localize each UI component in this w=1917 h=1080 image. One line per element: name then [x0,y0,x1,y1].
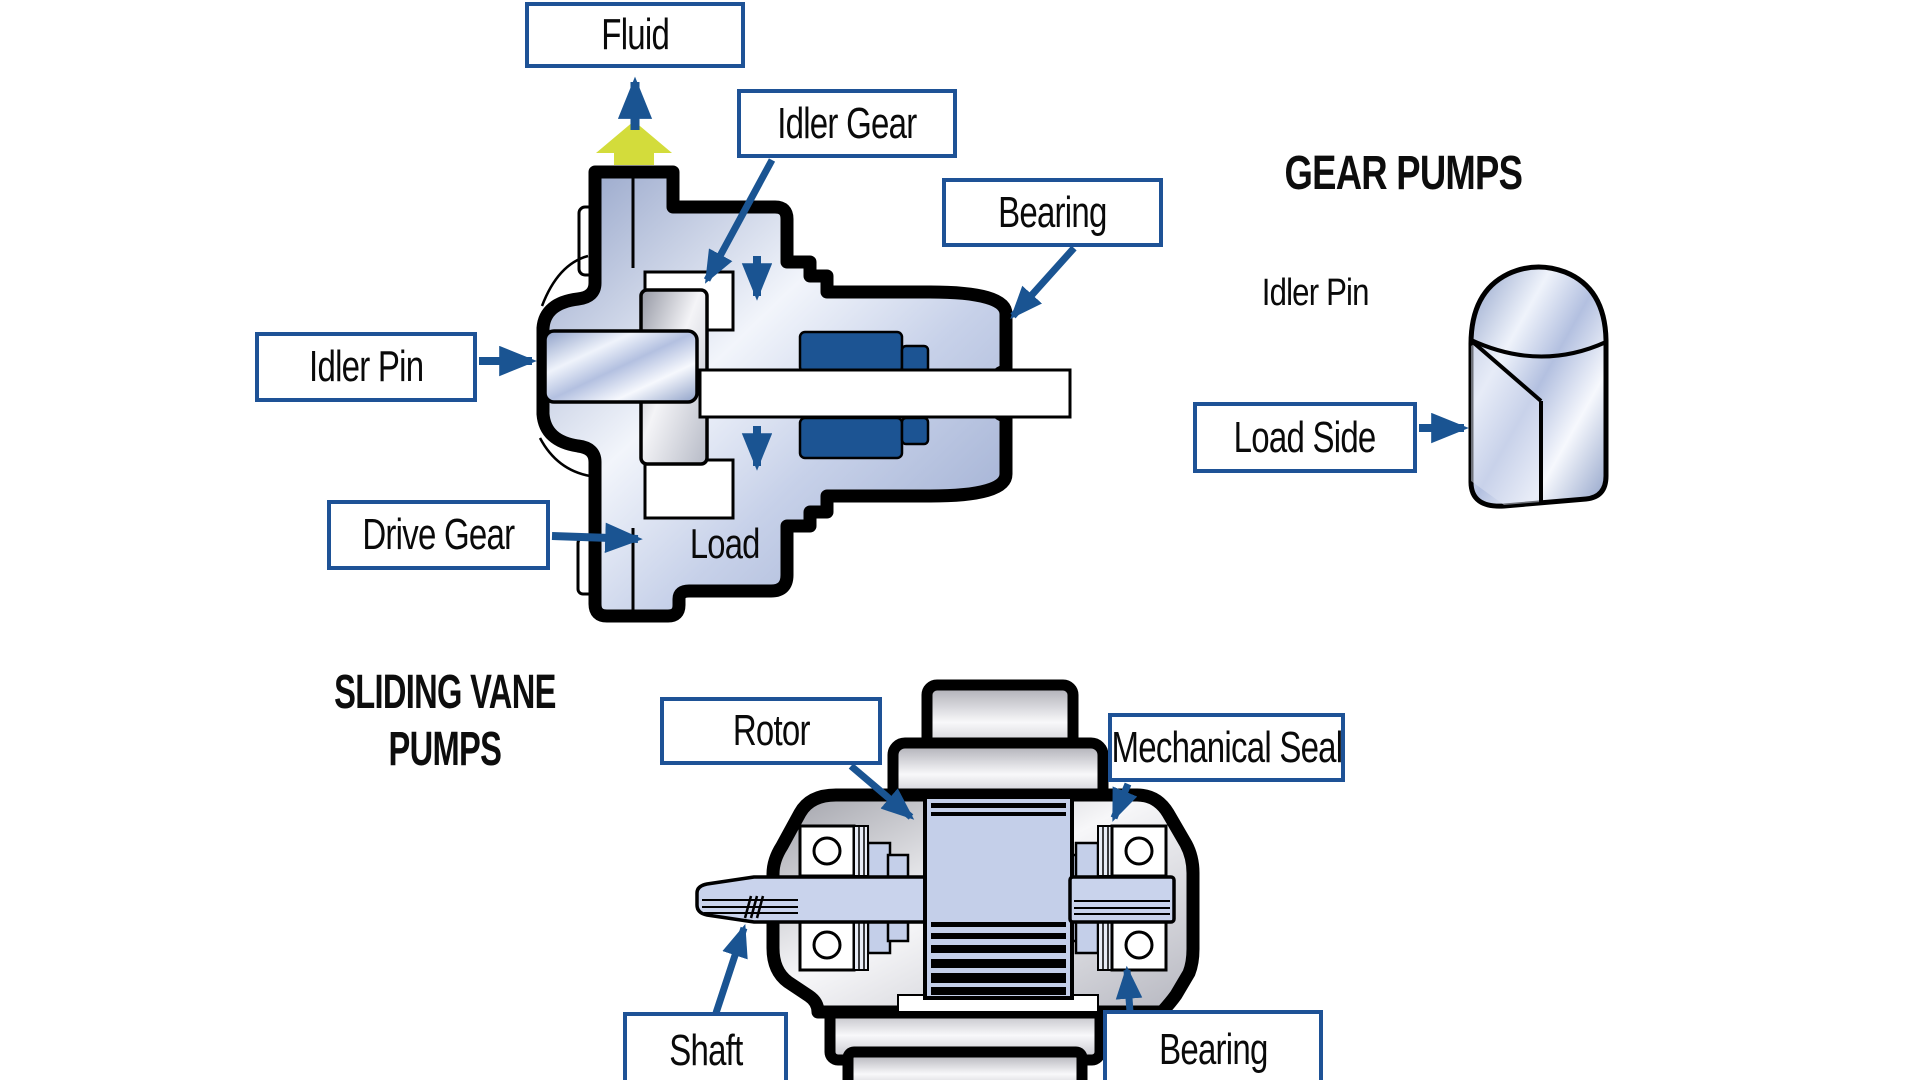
fillet-line-bottom [538,437,591,478]
pedestal-foot [842,1046,1088,1080]
idler-pin-3d-detail [1468,264,1609,509]
bearing-label-gear-text: Bearing [998,187,1107,237]
fluid-outlet-yellow-arrow-icon [596,121,672,165]
mechanical-seal-shape [1097,825,1113,877]
idler-gear-label-text: Idler Gear [777,98,917,148]
shaft-stub [1068,875,1176,924]
drive-shaft-band [698,368,1072,419]
sliding-vane-title-line2: PUMPS [388,723,502,776]
idler-pin-caption-text: Idler Pin [1262,272,1370,314]
gear-pumps-title: GEAR PUMPS [1247,146,1547,201]
load-side-label: Load Side [1193,402,1417,473]
pin-flat-face [1471,344,1541,505]
shaft-label-text: Shaft [668,1026,743,1075]
bearing-label-gear: Bearing [942,178,1163,247]
mechanical-seal-arrow-icon [1110,782,1138,822]
rotor-label-text: Rotor [732,706,811,755]
idler-pin-label-text: Idler Pin [308,342,424,391]
fluid-label: Fluid [525,2,745,68]
fillet-line-top [540,254,589,307]
idler-pin-shape [543,329,699,404]
fluid-label-text: Fluid [601,10,670,59]
bearing-label-vane: Bearing [1103,1010,1323,1080]
sliding-vane-pumps-title: SLIDING VANE PUMPS [255,664,635,778]
mechanical-seal-label: Mechanical Seal [1108,713,1345,782]
drive-gear-label-text: Drive Gear [362,510,515,559]
idler-gear-label: Idler Gear [737,89,957,158]
shaft-shape [695,875,930,924]
rotor-label: Rotor [660,697,882,765]
load-text-inner: Load [689,520,761,567]
idler-gear-arrow-icon [703,158,776,284]
idler-pin-caption: Idler Pin [1243,272,1388,315]
idler-pin-label: Idler Pin [255,332,477,402]
mechanical-seal-label-text: Mechanical Seal [1111,722,1343,772]
sliding-vane-pump-cross-section [695,679,1200,1080]
rotor-shape [923,795,1074,1000]
bearing-label-vane-text: Bearing [1158,1025,1268,1074]
bearing-arrow-icon [1010,245,1077,320]
drive-gear-arrow-icon [551,522,643,554]
pin-rim-line [1470,338,1607,359]
gear-pump-cross-section [536,76,1072,623]
shaft-label: Shaft [623,1012,788,1080]
shaft-arrow-icon [712,924,748,1015]
gear-pumps-title-text: GEAR PUMPS [1284,147,1523,200]
sliding-vane-title-line1: SLIDING VANE [334,666,556,719]
load-text: Load [680,520,764,568]
rotor-arrow-icon [848,763,915,820]
load-side-label-text: Load Side [1234,412,1377,462]
bearing-vane-arrow-icon [1115,965,1143,1013]
drive-gear-label: Drive Gear [327,500,550,570]
suction-cavity-bottom [643,458,735,520]
pin-face-edge [1472,341,1543,403]
callout-arrows [479,158,1469,1015]
